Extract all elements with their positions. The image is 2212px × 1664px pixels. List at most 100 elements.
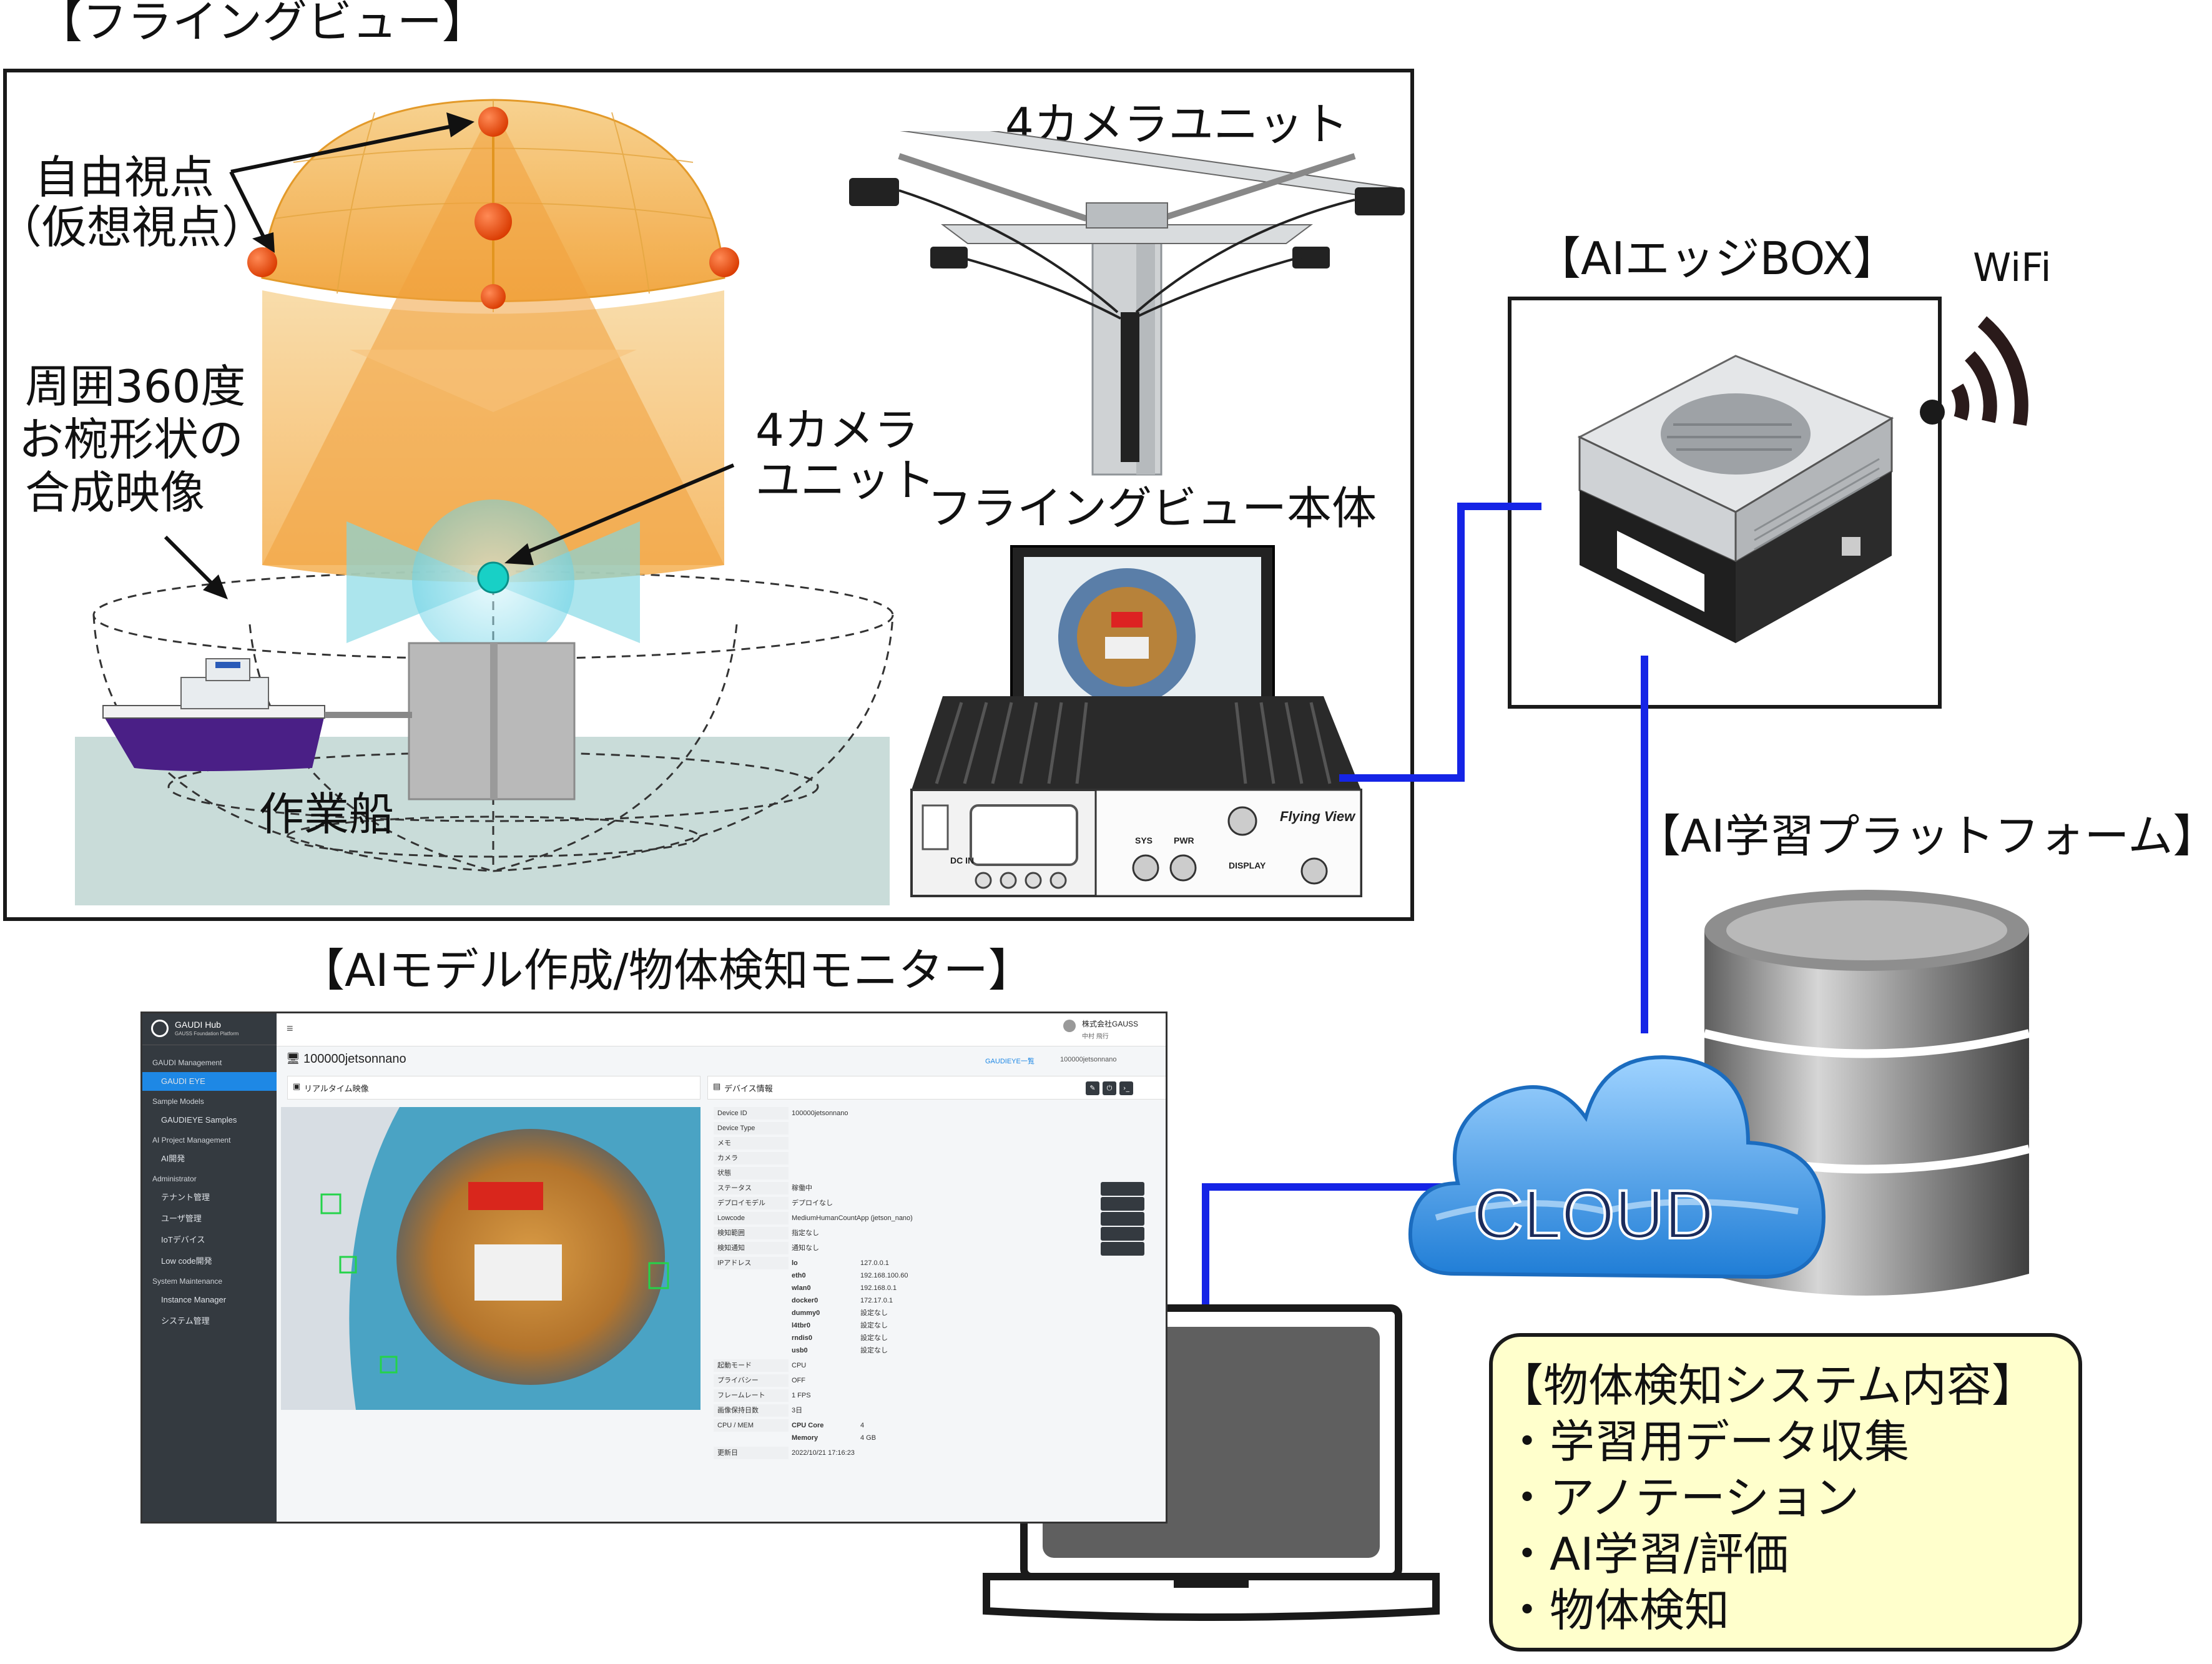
sidebar-item[interactable]: システム管理 (161, 1316, 210, 1326)
sidebar-item[interactable]: GAUDIEYE Samples (161, 1115, 237, 1125)
device-port-display: DISPLAY (1229, 860, 1266, 870)
info-icon: ▤ (713, 1081, 721, 1091)
surround-label-2: お椀形状の (19, 413, 244, 466)
camera-icon: ▣ (293, 1081, 301, 1091)
sidebar-item[interactable]: Instance Manager (161, 1295, 227, 1304)
link-device-to-edge-h1 (1339, 774, 1464, 782)
device-port-sys: SYS (1135, 835, 1153, 845)
row-action-button[interactable] (1101, 1212, 1144, 1226)
info-row-label: Lowcode (714, 1212, 789, 1224)
info-panel-header: ▤ デバイス情報 ✎ ⏻ ›_ (707, 1076, 1166, 1100)
ip-address: 172.17.0.1 (860, 1297, 893, 1304)
wifi-label: WiFi (1973, 245, 2052, 290)
edge-box-device (1577, 355, 1894, 643)
viewpoint-dot-lower (481, 284, 506, 309)
info-panel-title: デバイス情報 (724, 1084, 773, 1093)
link-device-to-edge-v (1457, 503, 1465, 782)
camera-unit-inner-label-2: ユニット (755, 454, 936, 506)
info-row-value: OFF (792, 1377, 805, 1384)
row-action-button[interactable] (1101, 1227, 1144, 1241)
info-row-value: 稼働中 (792, 1184, 812, 1192)
ip-address: 127.0.0.1 (860, 1259, 889, 1267)
flying-view-scene (75, 99, 894, 905)
info-row-label: デプロイモデル (714, 1197, 789, 1209)
info-row-label: Device ID (714, 1107, 789, 1120)
ip-interface: lo (792, 1259, 798, 1267)
sidebar-section-heading: Administrator (152, 1174, 197, 1183)
info-row-value: 通知なし (792, 1244, 819, 1252)
surround-label-3: 合成映像 (25, 466, 205, 519)
info-row-label: 起動モード (714, 1359, 789, 1372)
menu-toggle-icon[interactable]: ≡ (287, 1022, 293, 1035)
power-button[interactable]: ⏻ (1103, 1081, 1116, 1095)
sidebar-item[interactable]: GAUDI EYE (142, 1072, 277, 1091)
sidebar-item[interactable]: テナント管理 (161, 1193, 210, 1202)
cpu-value: 4 GB (860, 1434, 877, 1442)
info-row-label: 状態 (714, 1167, 789, 1179)
ip-address: 192.168.100.60 (860, 1272, 908, 1279)
edit-button[interactable]: ✎ (1086, 1081, 1099, 1095)
sidebar-item[interactable]: AI開発 (161, 1154, 185, 1163)
ip-interface: eth0 (792, 1272, 806, 1279)
system-content-title: 【物体検知システム内容】 (1498, 1359, 2037, 1412)
info-row-label: IPアドレス (714, 1257, 789, 1269)
surround-label-1: 周囲360度 (25, 360, 246, 413)
info-row-label: カメラ (714, 1152, 789, 1164)
work-ship-illustration (102, 658, 412, 771)
info-row-label: ステータス (714, 1182, 789, 1194)
device-port-dcin: DC IN (950, 855, 975, 865)
breadcrumb-link[interactable]: GAUDIEYE一覧 (985, 1058, 1035, 1065)
row-action-button[interactable] (1101, 1242, 1144, 1256)
ip-interface: usb0 (792, 1347, 808, 1354)
app-logo-icon (151, 1020, 169, 1037)
sidebar-section-heading: System Maintenance (152, 1277, 223, 1286)
system-item-3: ・AI学習/評価 (1505, 1528, 1789, 1580)
ip-interface: l4tbr0 (792, 1322, 810, 1329)
info-row-label: メモ (714, 1137, 789, 1150)
info-row-label: Device Type (714, 1122, 789, 1135)
learning-platform-title: 【AI学習プラットフォーム】 (1636, 810, 2212, 862)
info-row-value: 100000jetsonnano (792, 1110, 848, 1117)
terminal-button[interactable]: ›_ (1119, 1081, 1133, 1095)
app-subtitle: GAUSS Foundation Platform (175, 1031, 239, 1036)
cloud-icon (1408, 1055, 1826, 1279)
sidebar-item[interactable]: ユーザ管理 (161, 1214, 202, 1223)
cpu-value: 4 (860, 1422, 865, 1429)
main-body-label: フライングビュー本体 (927, 482, 1377, 534)
cpu-key: CPU Core (792, 1422, 824, 1429)
ip-address: 設定なし (860, 1322, 888, 1329)
virtual-viewpoint-label: （仮想視点） (0, 201, 267, 254)
info-row-value: CPU (792, 1362, 807, 1369)
user-name[interactable]: 中村 飛行 (1082, 1033, 1109, 1040)
realtime-video[interactable] (281, 1107, 700, 1410)
sidebar-item[interactable]: IoTデバイス (161, 1235, 205, 1244)
viewpoint-dot-right (709, 247, 739, 277)
info-row-label: 検知通知 (714, 1242, 789, 1254)
ip-interface: docker0 (792, 1297, 818, 1304)
breadcrumb-current: 100000jetsonnano (1060, 1056, 1117, 1063)
info-row-label: 検知範囲 (714, 1227, 789, 1239)
user-avatar-icon[interactable] (1063, 1020, 1076, 1032)
viewpoint-dot-top (478, 107, 508, 137)
info-row-value: 3日 (792, 1407, 803, 1414)
ip-address: 設定なし (860, 1334, 888, 1342)
info-row-label: フレームレート (714, 1389, 789, 1402)
info-row-value: 1 FPS (792, 1392, 811, 1399)
ip-address: 設定なし (860, 1309, 888, 1317)
info-row-value: 2022/10/21 17:16:23 (792, 1449, 855, 1457)
sidebar: GAUDI Hub GAUSS Foundation Platform GAUD… (142, 1013, 277, 1522)
annotation-arrows (164, 123, 735, 589)
row-action-button[interactable] (1101, 1182, 1144, 1196)
video-panel-title: リアルタイム映像 (304, 1084, 369, 1093)
monitor-screenshot: GAUDI Hub GAUSS Foundation Platform GAUD… (140, 1012, 1167, 1524)
link-laptop-to-cloud-v (1202, 1183, 1209, 1308)
free-viewpoint-label: 自由視点 (34, 151, 215, 204)
info-row-label: CPU / MEM (714, 1419, 789, 1432)
page-title: 100000jetsonnano (303, 1052, 406, 1066)
row-action-button[interactable] (1101, 1197, 1144, 1211)
sidebar-item[interactable]: Low code開発 (161, 1256, 212, 1266)
viewpoint-dot-center (474, 203, 512, 240)
camera-center-dot (477, 561, 509, 594)
wifi-icon (1920, 316, 2028, 426)
viewpoint-dot-left (247, 247, 277, 277)
